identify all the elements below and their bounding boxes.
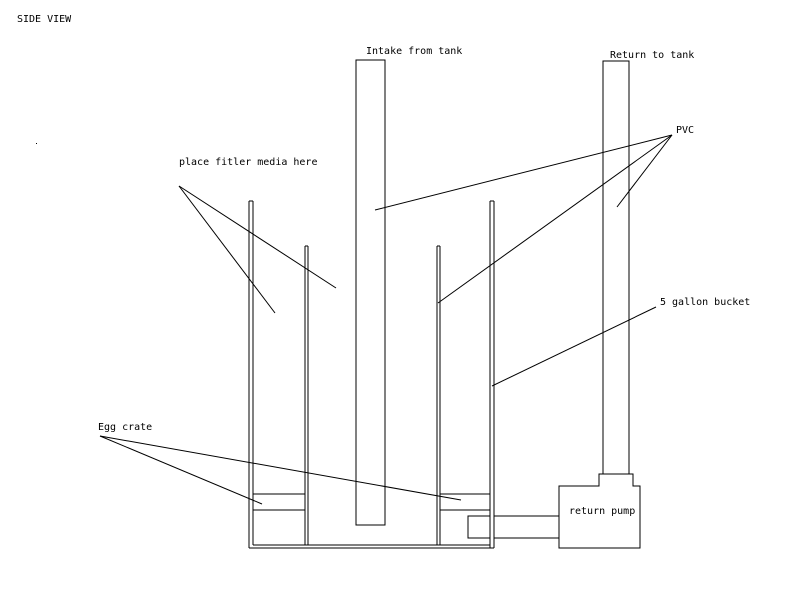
leader-filter-media-right: [178, 185, 337, 289]
label-filter-media: place fitler media here: [179, 157, 318, 168]
leader-pvc-intake: [374, 134, 673, 211]
outlet-box: [467, 515, 491, 539]
divider-left: [304, 245, 309, 545]
intake-pipe: [355, 59, 386, 526]
leader-pvc-divider: [437, 134, 673, 304]
diagram-title: SIDE VIEW: [17, 14, 72, 25]
label-return-pump: return pump: [569, 506, 636, 517]
label-intake: Intake from tank: [366, 46, 463, 57]
bucket-outline: [248, 200, 495, 549]
leader-egg-crate-left: [99, 435, 263, 505]
label-return: Return to tank: [610, 50, 695, 61]
return-pump-body: [558, 473, 641, 549]
return-pipe: [602, 60, 630, 475]
leader-lines: [99, 134, 673, 505]
egg-crate-left: [253, 493, 305, 511]
label-bucket: 5 gallon bucket: [660, 297, 751, 308]
stray-dot: [36, 143, 37, 144]
leader-pvc-return: [616, 134, 673, 208]
leader-filter-media-left: [178, 185, 276, 314]
divider-right: [436, 245, 441, 545]
egg-crate-right: [440, 493, 490, 511]
leader-egg-crate-right: [99, 435, 462, 501]
pump-connector: [494, 515, 559, 539]
leader-bucket: [491, 306, 657, 387]
label-pvc: PVC: [676, 125, 695, 136]
label-egg-crate: Egg crate: [98, 422, 153, 433]
